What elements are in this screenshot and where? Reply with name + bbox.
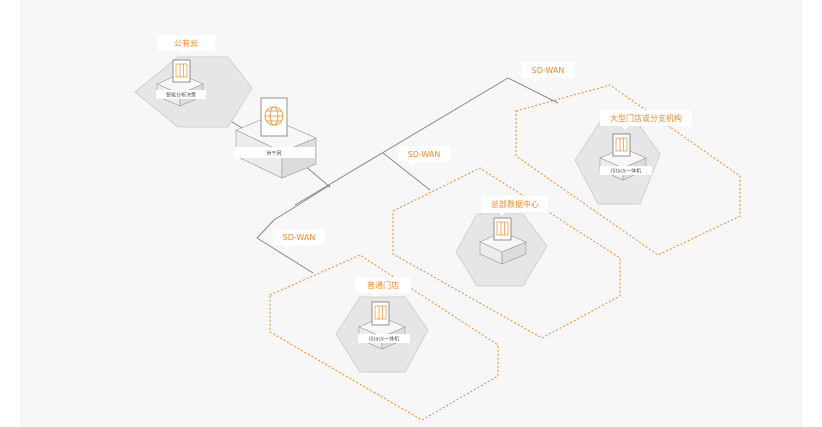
public-cloud-node: 智能分析决策 公有云 — [134, 35, 253, 128]
monitor-icon — [374, 305, 387, 320]
regular-store-zone-label: 普通门店 — [367, 280, 399, 290]
hq-datacenter-device — [479, 217, 527, 265]
monitor-icon — [496, 221, 509, 236]
public-cloud-zone-label: 公有云 — [174, 38, 198, 48]
regular-store-device-label: iStack一体机 — [369, 336, 399, 343]
sdwan-mid-label: SD-WAN — [408, 150, 441, 159]
regular-store-callout: 普通门店 — [355, 277, 411, 297]
backbone-device-label: 骨干网 — [266, 151, 281, 157]
monitor-icon — [175, 63, 188, 78]
sdwan-top-label: SD-WAN — [532, 66, 565, 75]
large-store-node: iStack一体机 大型门店或分支机构 — [574, 110, 692, 205]
globe-icon — [264, 106, 284, 126]
public-cloud-callout: 公有云 — [157, 35, 215, 55]
large-store-zone-label: 大型门店或分支机构 — [610, 113, 682, 123]
hq-datacenter-zone-label: 总部数据中心 — [491, 199, 539, 209]
sdwan-mid-callout: SD-WAN — [398, 146, 450, 166]
backbone-node: 骨干网 — [235, 97, 317, 179]
large-store-device-label: iStack一体机 — [611, 168, 641, 175]
monitor-icon — [615, 137, 628, 152]
sdwan-bottom-label: SD-WAN — [283, 233, 316, 242]
large-store-zone — [515, 84, 741, 256]
regular-store-zone — [269, 254, 499, 421]
hq-datacenter-callout: 总部数据中心 — [482, 196, 548, 216]
network-diagram: 智能分析决策 公有云 骨干网 SD-WAN SD-WAN — [134, 35, 741, 421]
regular-store-node: iStack一体机 普通门店 — [335, 277, 429, 373]
sdwan-bottom-callout: SD-WAN — [273, 229, 325, 249]
diagram-canvas: 智能分析决策 公有云 骨干网 SD-WAN SD-WAN — [20, 0, 802, 427]
large-store-callout: 大型门店或分支机构 — [600, 110, 692, 130]
regular-store-device: iStack一体机 — [358, 301, 410, 350]
hq-datacenter-zone — [392, 167, 621, 339]
public-cloud-device: 智能分析决策 — [156, 59, 206, 107]
large-store-device: iStack一体机 — [599, 133, 652, 181]
sdwan-top-callout: SD-WAN — [522, 62, 574, 82]
hq-datacenter-node: 总部数据中心 — [455, 196, 548, 287]
public-cloud-device-label: 智能分析决策 — [166, 92, 196, 99]
